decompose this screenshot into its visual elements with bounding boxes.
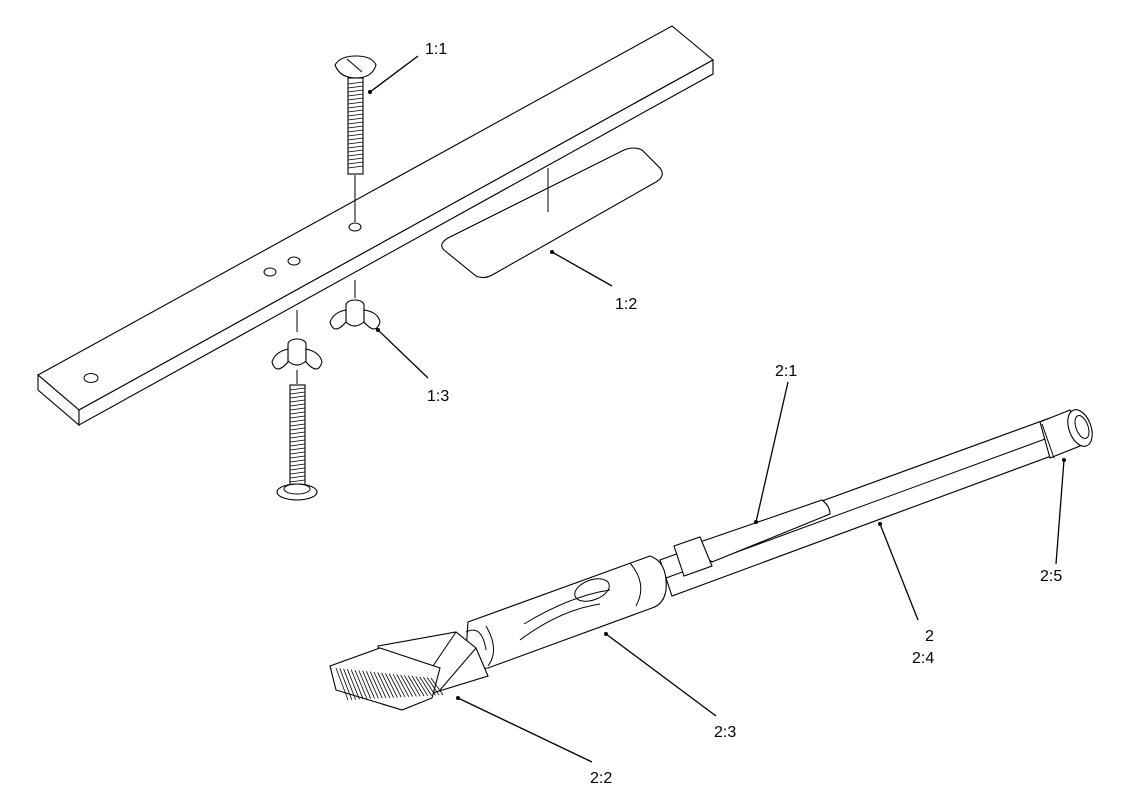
bristle-line [347, 669, 360, 700]
bristle-line [350, 669, 364, 700]
callout-2-4: 2:4 [912, 650, 934, 667]
screw-bottom [276, 310, 318, 501]
bristle-line [407, 675, 421, 697]
thread-line [347, 129, 364, 133]
bristle-line [373, 671, 387, 699]
thread-line [289, 419, 306, 423]
thread-line [289, 455, 306, 459]
bristle-line [369, 671, 383, 699]
paint-brush [329, 409, 1093, 711]
thread-line [347, 149, 364, 153]
bristle-line [392, 673, 406, 698]
wing-nut-right [329, 280, 381, 330]
thread-line [289, 435, 306, 439]
thread-line [347, 133, 364, 137]
thread-line [289, 439, 306, 443]
thread-line [347, 89, 364, 93]
thread-line [347, 117, 364, 121]
callout-1-3: 1:3 [427, 388, 449, 405]
thread-line [347, 161, 364, 165]
thread-line [289, 399, 306, 403]
thread-line [347, 137, 364, 141]
bristle-line [366, 671, 379, 699]
bristle-line [430, 677, 444, 696]
thread-line [289, 391, 306, 395]
callout-2-5: 2:5 [1040, 568, 1062, 585]
thread-line [347, 165, 364, 169]
bristle-line [343, 668, 356, 700]
thread-line [289, 431, 306, 435]
callout-2-3: 2:3 [714, 724, 736, 741]
callout-1-1: 1:1 [425, 41, 447, 58]
bristle-line [396, 674, 410, 697]
bristle-line [419, 676, 432, 696]
thread-line [289, 427, 306, 431]
bristle-line [362, 670, 375, 699]
flat-bar [37, 25, 714, 427]
bristle-line [381, 672, 394, 698]
thread-line [347, 145, 364, 149]
bristle-line [400, 674, 413, 697]
bristle-line [339, 668, 353, 700]
thread-line [289, 411, 306, 415]
label-plate [441, 147, 663, 279]
bristle-line [426, 677, 440, 696]
thread-line [289, 451, 306, 455]
thread-line [289, 387, 306, 391]
thread-line [289, 415, 306, 419]
callout-2-1: 2:1 [775, 363, 797, 380]
thread-line [347, 157, 364, 161]
bristle-line [358, 670, 372, 699]
bristle-line [335, 667, 349, 701]
thread-line [289, 443, 306, 447]
thread-line [347, 81, 364, 85]
thread-line [289, 467, 306, 471]
screw-top [334, 55, 377, 222]
wing-nut-left [271, 338, 323, 370]
thread-line [289, 471, 306, 475]
thread-line [347, 113, 364, 117]
bristle-line [404, 675, 417, 697]
callout-2: 2 [925, 628, 934, 645]
thread-line [289, 479, 306, 483]
bristle-line [377, 672, 391, 698]
thread-line [347, 97, 364, 101]
thread-line [289, 447, 306, 451]
bristle-line [385, 673, 398, 698]
leader-lines [368, 55, 1066, 763]
bristle-line [415, 676, 429, 697]
callout-1-2: 1:2 [615, 296, 637, 313]
callout-2-2: 2:2 [590, 770, 612, 787]
thread-line [289, 423, 306, 427]
thread-line [347, 125, 364, 129]
thread-line [347, 101, 364, 105]
bristle-line [411, 675, 425, 697]
thread-line [289, 395, 306, 399]
thread-line [347, 93, 364, 97]
thread-line [289, 463, 306, 467]
thread-line [289, 475, 306, 479]
thread-line [289, 407, 306, 411]
thread-line [347, 109, 364, 113]
thread-line [347, 121, 364, 125]
bristle-line [423, 676, 436, 696]
bristle-line [388, 673, 402, 698]
thread-line [347, 153, 364, 157]
callout-labels: 1:1 1:2 1:3 2:1 2 2:4 2:5 2:3 2:2 [425, 41, 1062, 787]
thread-line [347, 105, 364, 109]
thread-line [347, 141, 364, 145]
bristle-line [354, 669, 368, 700]
thread-line [289, 403, 306, 407]
thread-line [347, 85, 364, 89]
thread-line [289, 459, 306, 463]
